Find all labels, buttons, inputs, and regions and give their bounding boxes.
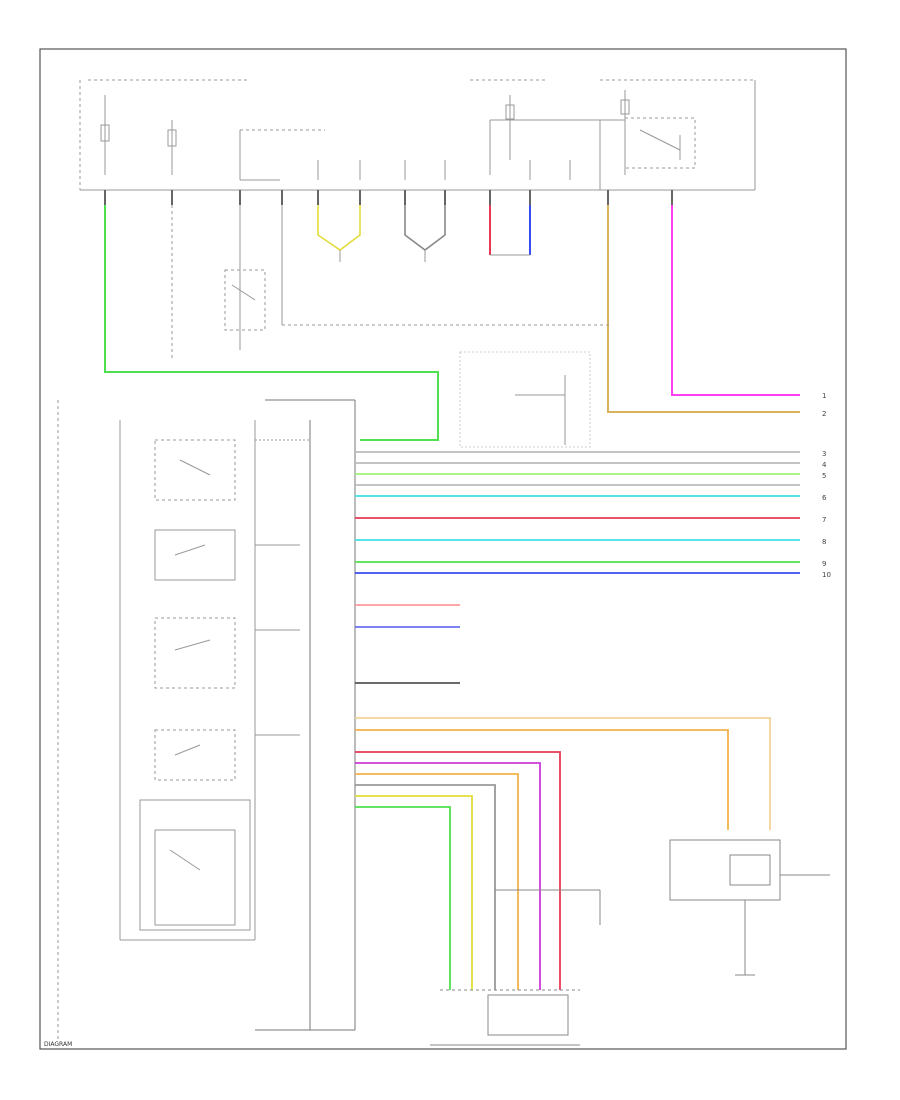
- relay-block-right: [669, 839, 830, 976]
- pin-number: 5: [822, 472, 826, 480]
- connector-pin-numbers: 1 2 3 4 5 6 7 8 9 10: [822, 392, 831, 579]
- pin-number: 8: [822, 538, 826, 546]
- harness-wires-mid: [355, 604, 460, 684]
- wire-magenta-long: [671, 205, 800, 396]
- pin-number: 2: [822, 410, 826, 418]
- pin-number: 1: [822, 392, 826, 400]
- diagram-code: DIAGRAM: [44, 1041, 72, 1048]
- wire-green-main: [104, 205, 439, 441]
- wire-yellow-v: [317, 205, 361, 251]
- harness-wires-bottom: [355, 717, 771, 990]
- bottom-connector: [430, 889, 601, 1046]
- control-unit: [255, 399, 356, 1031]
- harness-wires-right: [355, 451, 800, 574]
- wire-tan-long: [607, 205, 800, 413]
- fuse-box: [79, 79, 756, 191]
- wire-gray-v: [404, 205, 446, 251]
- pin-number: 6: [822, 494, 827, 502]
- pin-number: 9: [822, 560, 826, 568]
- pin-number: 10: [822, 571, 831, 579]
- switch-panel-left: [57, 400, 310, 1040]
- diagram-frame: [39, 48, 847, 1050]
- switch-components-top: [171, 205, 610, 448]
- pin-number: 4: [822, 461, 827, 469]
- pin-number: 3: [822, 450, 826, 458]
- pin-number: 7: [822, 516, 826, 524]
- fuse-connector-ticks: [104, 190, 673, 205]
